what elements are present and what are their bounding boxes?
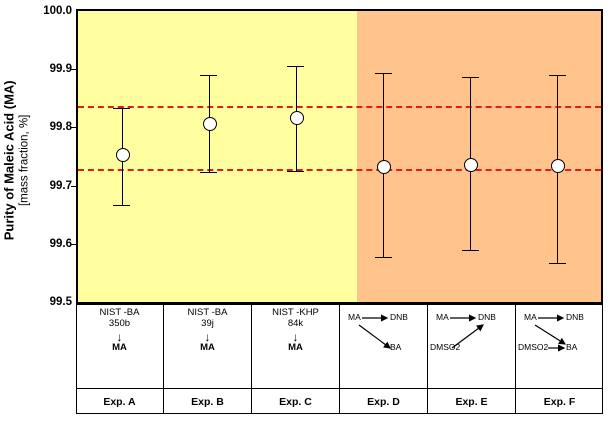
x-label-scheme: MA DNB DMSO2	[428, 304, 515, 389]
data-point-marker	[551, 158, 566, 173]
standard-name: NIST -BA	[99, 307, 140, 318]
reference-line	[78, 168, 601, 171]
data-point-marker	[464, 158, 479, 173]
error-bar-cap	[113, 204, 131, 206]
reaction-node-top-left: MA	[348, 312, 361, 322]
reaction-node-top-right: DNB	[478, 312, 496, 322]
y-tick-label: 99.9	[49, 63, 72, 76]
experiment-label: Exp. A	[103, 395, 136, 408]
experiment-label: Exp. D	[367, 395, 400, 408]
error-bar-cap	[287, 171, 305, 173]
y-tick-mark	[71, 185, 78, 187]
experiment-label: Exp. E	[455, 395, 488, 408]
experiment-label: Exp. C	[279, 395, 312, 408]
data-point-marker	[202, 117, 217, 132]
plot-area: 100.0 99.9 99.8 99.7 99.6 99.5	[43, 5, 603, 308]
error-bar-cap	[287, 66, 305, 68]
x-label-column-exp-d: MA DNB BA Exp. D	[340, 304, 428, 414]
y-tick-label: 99.7	[49, 179, 72, 192]
product-label: MA	[200, 341, 215, 353]
reaction-node-bottom-right: BA	[566, 342, 578, 352]
reaction-node-top-left: MA	[436, 312, 449, 322]
reaction-node-bottom-left: DMSO2	[518, 342, 549, 352]
reaction-node-bottom-right: BA	[390, 342, 402, 352]
data-point-marker	[377, 159, 392, 174]
reaction-node-top-right: DNB	[566, 312, 584, 322]
y-axis-title: Purity of Maleic Acid (MA) [mass fractio…	[2, 40, 32, 280]
y-tick-label: 99.8	[49, 121, 72, 134]
error-bar-cap	[461, 249, 479, 251]
y-tick-mark	[71, 243, 78, 245]
standard-name: NIST -BA	[187, 307, 228, 318]
data-point-marker	[115, 147, 130, 162]
data-point-marker	[289, 110, 304, 125]
experiment-label: Exp. F	[543, 395, 576, 408]
y-tick-label: 99.5	[49, 296, 72, 308]
y-tick-label: 99.6	[49, 237, 72, 250]
reaction-scheme: MA DNB DMSO2	[428, 308, 515, 388]
y-tick-mark	[71, 127, 78, 129]
error-bar-cap	[548, 75, 566, 77]
y-axis-title-sub: [mass fraction, %]	[18, 114, 31, 206]
error-bar-cap	[461, 77, 479, 79]
reaction-node-top-right: DNB	[390, 312, 408, 322]
product-label: MA	[112, 341, 127, 353]
error-bar-cap	[113, 108, 131, 110]
y-tick-label: 100.0	[43, 5, 72, 17]
x-label-column-exp-f: MA DNB DMSO2 BA Exp. F	[516, 304, 603, 414]
error-bar-cap	[548, 263, 566, 264]
standard-name: NIST -KHP	[272, 307, 319, 318]
x-label-scheme: MA DNB BA	[340, 304, 427, 389]
reference-line	[78, 106, 601, 109]
experiment-label: Exp. B	[191, 395, 224, 408]
product-label: MA	[288, 341, 303, 353]
error-bar-cap	[374, 256, 392, 258]
error-bar-cap	[200, 75, 218, 77]
standard-lot: 84k	[287, 317, 304, 329]
reaction-node-top-left: MA	[524, 312, 537, 322]
band-reactions	[357, 11, 601, 302]
reaction-node-bottom-left: DMSO2	[430, 342, 461, 352]
x-label-scheme: MA DNB DMSO2 BA	[516, 304, 603, 389]
reaction-scheme: MA DNB BA	[340, 308, 427, 388]
standard-lot: 350b	[108, 317, 131, 329]
down-arrow-icon: ↓	[292, 329, 299, 344]
reaction-scheme: MA DNB DMSO2 BA	[516, 308, 603, 388]
y-tick-mark	[71, 69, 78, 71]
standard-lot: 39j	[201, 317, 214, 329]
error-bar-cap	[374, 73, 392, 75]
error-bar-cap	[200, 171, 218, 173]
down-arrow-icon: ↓	[116, 329, 123, 344]
y-axis-title-main: Purity of Maleic Acid (MA)	[1, 80, 17, 240]
down-arrow-icon: ↓	[204, 329, 211, 344]
